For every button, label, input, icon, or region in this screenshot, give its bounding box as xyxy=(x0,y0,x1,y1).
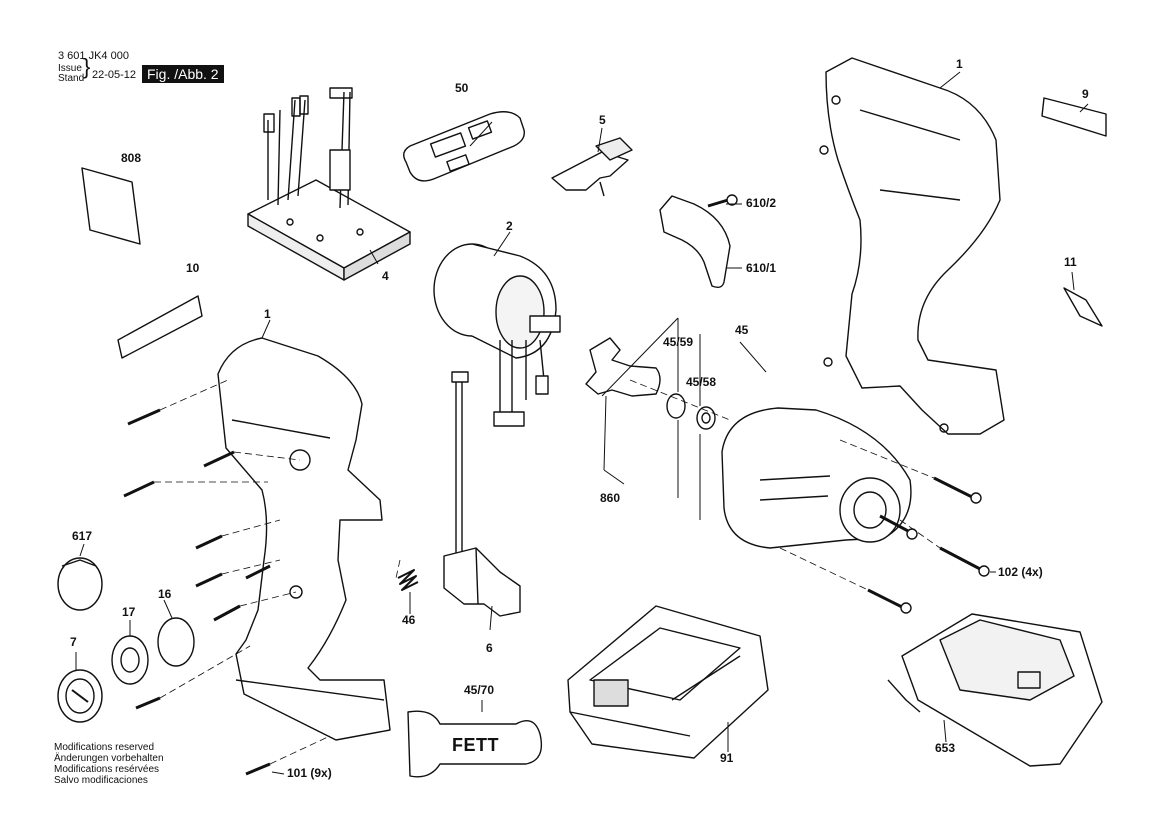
cover-16-icon xyxy=(157,617,195,667)
part-label-860: 860 xyxy=(600,491,621,505)
part-label-91: 91 xyxy=(720,751,734,765)
spring-46-icon xyxy=(397,569,419,591)
part-label-653: 653 xyxy=(935,741,956,755)
gear-housing-45-icon xyxy=(721,407,912,549)
screws-101-icon xyxy=(123,408,271,776)
part-label-50: 50 xyxy=(455,81,469,95)
part-label-617: 617 xyxy=(72,529,93,543)
modifications-notice: Modifications reserved Änderungen vorbeh… xyxy=(54,742,164,786)
part-label-16: 16 xyxy=(158,587,172,601)
part-label-808: 808 xyxy=(121,151,142,165)
battery-pack-91-icon xyxy=(567,605,769,759)
trigger-cover-610-1-icon xyxy=(659,195,731,289)
issue-date: 22-05-12 xyxy=(92,69,137,81)
housing-half-right-1-icon xyxy=(819,57,1005,435)
sticker-11-icon xyxy=(1063,287,1103,327)
part-label-11: 11 xyxy=(1064,255,1077,269)
screws-102-icon xyxy=(867,476,983,610)
issue-stand-labels: Issue Stand xyxy=(58,64,84,84)
part-label-1-left: 1 xyxy=(264,307,271,321)
modifications-line: Modifications reserved xyxy=(54,742,155,753)
part-label-610-1: 610/1 xyxy=(746,261,777,275)
end-cap-617-icon xyxy=(57,557,103,611)
screw-heads-102-icon xyxy=(900,492,990,614)
part-label-610-2: 610/2 xyxy=(746,196,777,210)
modifications-line: Modifications resérvées xyxy=(54,764,160,775)
part-label-6: 6 xyxy=(486,641,493,655)
part-label-4: 4 xyxy=(382,269,389,283)
motor-2-icon xyxy=(433,243,561,427)
ring-45-59-icon xyxy=(666,393,686,419)
part-label-17: 17 xyxy=(122,605,136,619)
part-label-46: 46 xyxy=(402,613,416,627)
part-label-5: 5 xyxy=(599,113,606,127)
grease-tube-45-70-icon xyxy=(407,710,543,778)
leader-lines xyxy=(75,71,1089,775)
sticker-9-icon xyxy=(1041,97,1107,137)
housing-half-left-1-icon xyxy=(217,337,391,741)
washer-45-58-icon xyxy=(696,406,716,430)
part-label-7: 7 xyxy=(70,635,77,649)
switch-slider-5-icon xyxy=(551,137,633,197)
part-number: 3 601 JK4 000 xyxy=(58,50,129,62)
control-panel-50-icon xyxy=(403,111,525,182)
ring-17-icon xyxy=(111,635,149,685)
modifications-line: Änderungen vorbehalten xyxy=(54,753,164,764)
figure-badge: Fig. /Abb. 2 xyxy=(142,65,224,83)
stand-label: Stand xyxy=(58,73,85,84)
grease-tube-text: FETT xyxy=(452,735,499,755)
knob-7-icon xyxy=(57,669,103,723)
part-label-101: 101 (9x) xyxy=(287,766,332,780)
part-label-45: 45 xyxy=(735,323,749,337)
part-label-102: 102 (4x) xyxy=(998,565,1043,579)
sticker-808-icon xyxy=(81,167,141,245)
part-label-45-58: 45/58 xyxy=(686,375,717,389)
part-label-2: 2 xyxy=(506,219,513,233)
screw-610-2-icon xyxy=(707,194,738,208)
hammer-860-icon xyxy=(585,337,661,397)
part-label-1-top: 1 xyxy=(956,57,963,71)
assembly-dash-lines xyxy=(154,379,941,765)
sticker-10-icon xyxy=(117,295,203,359)
part-label-45-59: 45/59 xyxy=(663,335,694,349)
charger-653-icon xyxy=(887,613,1103,767)
part-label-9: 9 xyxy=(1082,87,1089,101)
part-label-10: 10 xyxy=(186,261,200,275)
electronics-module-4-icon xyxy=(247,87,411,281)
issue-label: Issue xyxy=(58,63,82,74)
modifications-line: Salvo modificaciones xyxy=(54,775,148,786)
switch-6-icon xyxy=(443,371,521,617)
part-label-45-70: 45/70 xyxy=(464,683,495,697)
brace-icon: } xyxy=(83,54,91,79)
